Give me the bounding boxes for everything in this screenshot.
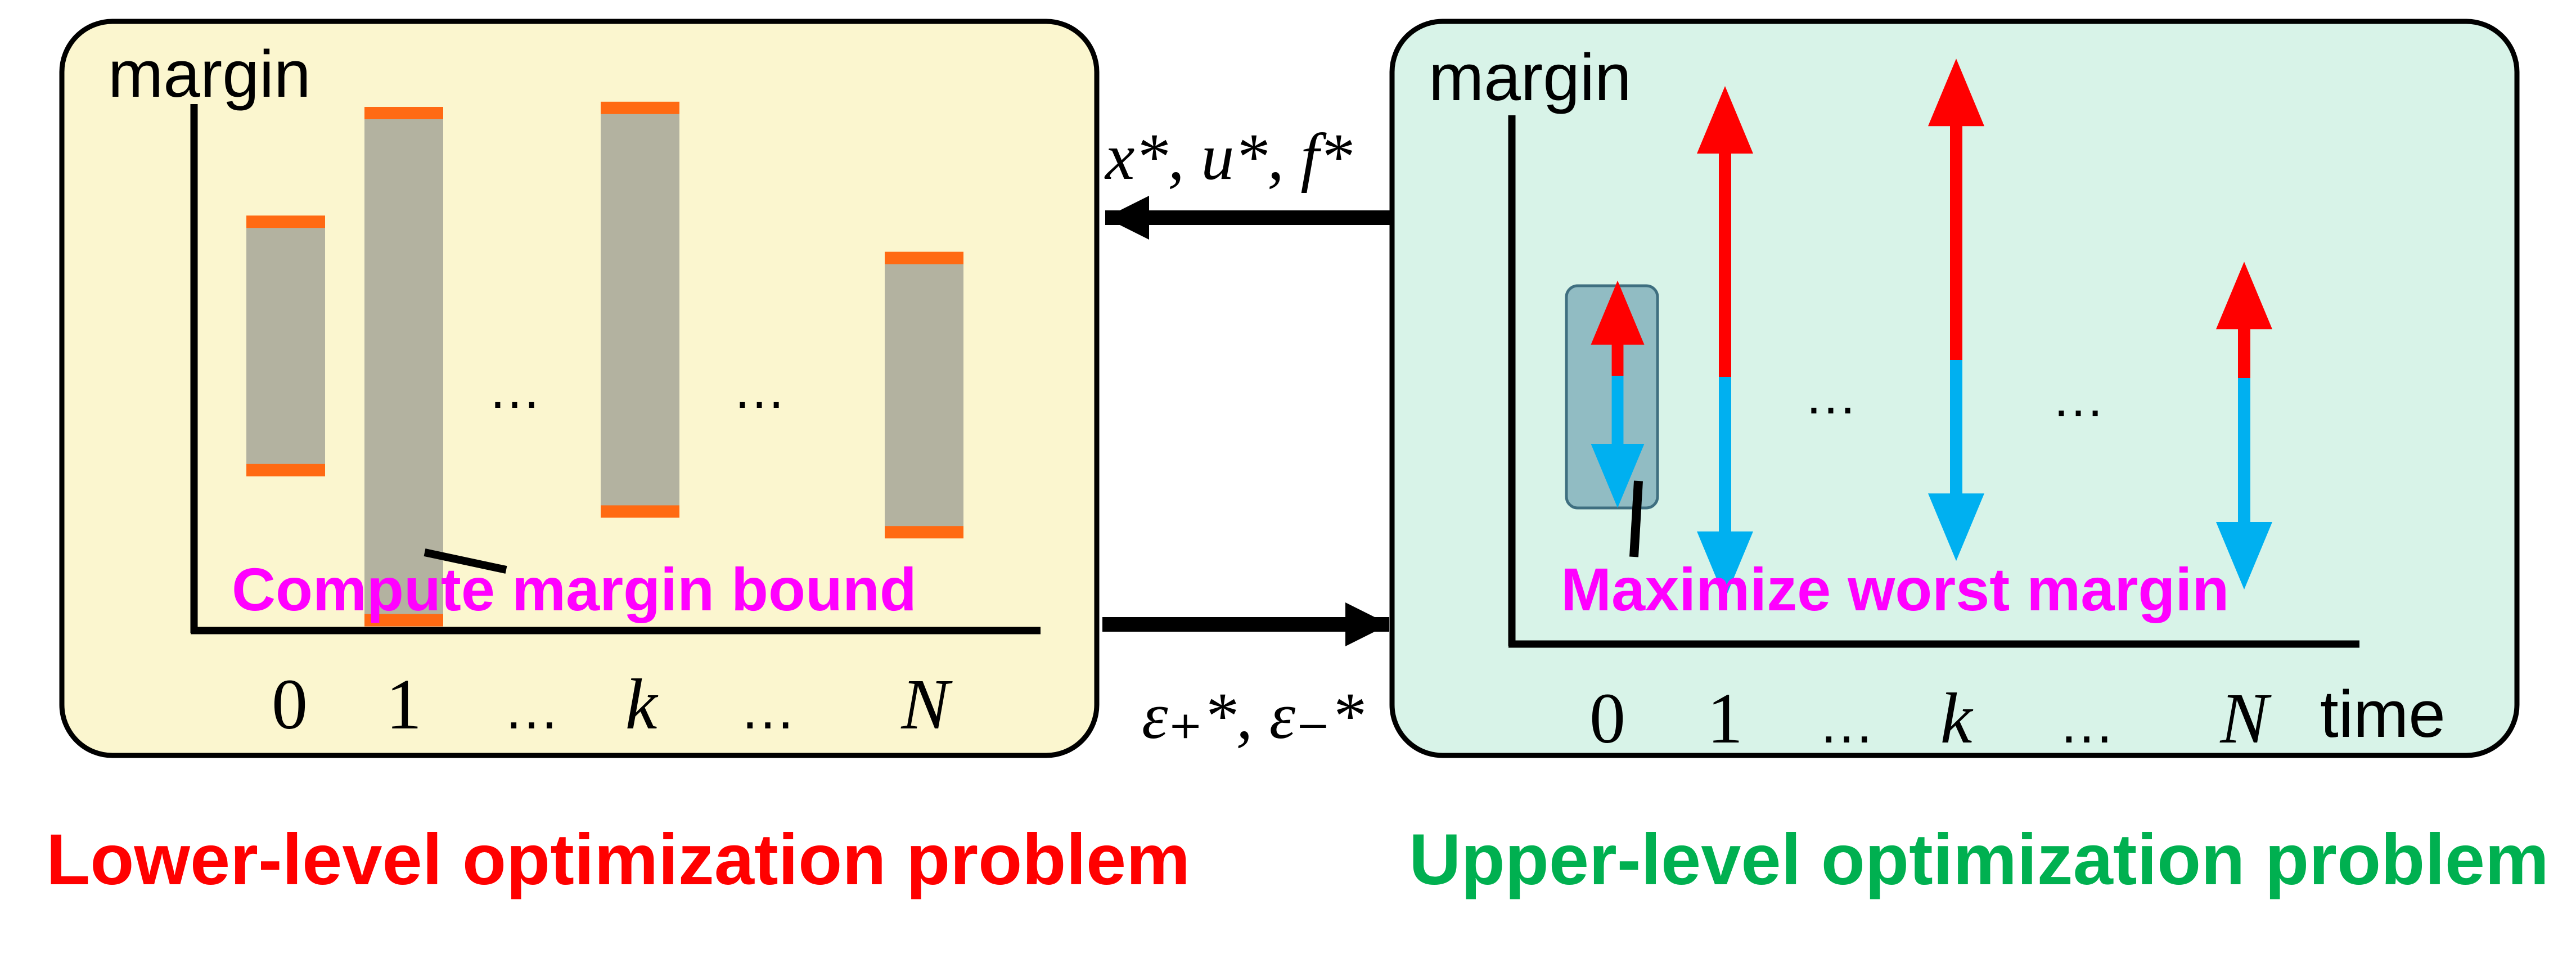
time-axis-label: time [2320,677,2446,752]
lower-tick-labels: 0 1 … k … N [272,664,953,744]
upper-ellipsis-mark: … [1804,366,1858,425]
margin-bar [246,215,325,476]
upper-bound-cap [601,101,679,114]
upper-tick-labels: 0 1 … k … N [1589,678,2272,758]
margin-bar-body [885,258,963,533]
upper-tick-label: k [1940,678,1974,758]
lower-ellipsis-mark: … [733,360,786,420]
flow-arrows: x*, u*, f* ε₊*, ε₋* [1102,120,1392,753]
margin-bar-body [246,222,325,470]
down-arrow-shaft [1719,377,1731,533]
margin-bar [885,251,963,539]
upper-tick-label: 1 [1707,678,1743,758]
to-lower-label: x*, u*, f* [1104,120,1352,194]
up-arrow-head [2216,262,2272,330]
margin-arrow [1928,58,1984,561]
up-arrow-shaft [1719,152,1731,377]
lower-tick-label: … [503,678,560,741]
upper-axis-label: margin [1429,40,1632,115]
upper-ellipsis-mark: … [2052,368,2105,428]
lower-bars [246,101,963,627]
lower-tick-label: … [740,678,796,741]
upper-margin-arrows [1591,58,2272,599]
lower-bound-cap [601,505,679,518]
margin-bar-body [364,113,443,620]
lower-bound-cap [246,464,325,476]
margin-arrow [2216,262,2272,590]
upper-level-title: Upper-level optimization problem [1409,820,2549,900]
lower-bound-cap [364,614,443,627]
margin-bar-body [601,107,679,512]
down-arrow-head [1928,493,1984,561]
lower-tick-label: N [900,664,953,744]
lower-panel-box [59,19,1100,758]
up-arrow-head [1591,280,1645,345]
upper-tick-label: N [2219,678,2272,758]
up-arrow-shaft [2238,328,2250,378]
lower-annotation-pointer [424,548,507,574]
lower-tick-label: k [625,664,659,744]
upper-level-panel: margin … … Maximize worst margin 0 1 … k… [1389,19,2520,758]
lower-level-panel: margin … … Compute margin bound 0 1 … k … [59,19,1100,758]
lower-ellipsis-mark: … [488,360,542,420]
lower-bound-cap [885,526,963,539]
upper-annotation: Maximize worst margin [1561,555,2229,623]
down-arrow-head [2216,522,2272,590]
lower-tick-label: 1 [386,664,422,744]
down-arrow-shaft [1611,376,1624,445]
up-arrow-shaft [1611,343,1624,376]
lower-level-title: Lower-level optimization problem [46,820,1190,900]
upper-bound-cap [246,215,325,228]
margin-bar [364,107,443,627]
margin-arrow [1697,86,1753,599]
down-arrow-shaft [1950,360,1962,495]
upper-bound-cap [885,251,963,264]
upper-bound-cap [364,107,443,119]
upper-annotation-pointer [1629,480,1643,557]
lower-tick-label: 0 [272,664,308,744]
up-arrow-head [1928,58,1984,127]
up-arrow-shaft [1950,125,1962,360]
up-arrow-head [1697,86,1753,154]
to-upper-label: ε₊*, ε₋* [1142,679,1364,753]
upper-tick-label: … [1818,692,1875,755]
lower-annotation: Compute margin bound [232,555,917,623]
down-arrow-head [1591,444,1645,508]
lower-axis-label: margin [108,37,311,111]
upper-tick-label: … [2059,692,2115,755]
margin-bar [601,101,679,518]
down-arrow-head [1697,531,1753,599]
down-arrow-shaft [2238,378,2250,523]
margin-arrow [1591,280,1645,508]
upper-tick-label: 0 [1589,678,1625,758]
